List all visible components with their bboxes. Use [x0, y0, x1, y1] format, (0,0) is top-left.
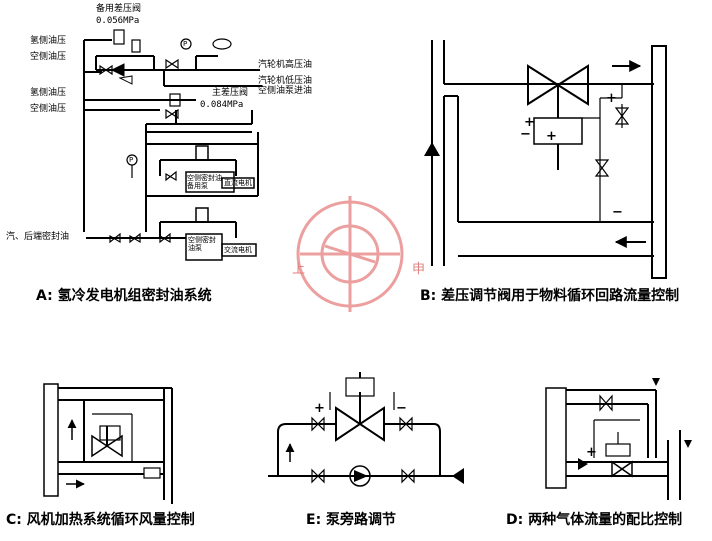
- caption-d: D: 两种气体流量的配比控制: [506, 512, 683, 528]
- backup-valve-label: 备用差压阀: [96, 4, 142, 14]
- b-minus-left: −: [520, 127, 531, 142]
- caption-e: E: 泵旁路调节: [306, 512, 397, 528]
- ac-motor-label: 交流电机: [224, 246, 252, 254]
- pressure-gauge-left: P: [129, 156, 134, 164]
- b-minus-bottom: −: [612, 205, 623, 220]
- pressure-gauge-top: P: [183, 40, 188, 48]
- caption-b: B: 差压调节阀用于物料循环回路流量控制: [420, 288, 680, 304]
- caption-c: C: 风机加热系统循环风量控制: [6, 512, 195, 528]
- panel-d-ratio-control: [545, 378, 692, 500]
- seal-oil-inlet-label: 汽、后端密封油: [6, 232, 70, 242]
- main-valve-label: 主差压阀: [212, 88, 249, 98]
- panel-c-fan-heating: [43, 383, 173, 504]
- turbine-lp-oil-label: 汽轮机低压油: [258, 76, 313, 86]
- backup-pump-label: 空侧密封油备用泵: [187, 174, 222, 190]
- watermark-left-char: 上: [292, 262, 306, 277]
- air-oil-pressure-label-1: 空侧油压: [30, 52, 67, 62]
- dc-motor-label: 直流电机: [224, 179, 252, 187]
- b-plus-left: +: [524, 115, 535, 130]
- e-minus: −: [396, 401, 407, 416]
- h2-oil-pressure-label-2: 氢侧油压: [30, 88, 67, 98]
- d-plus: +: [586, 445, 597, 460]
- panel-e-pump-bypass: [268, 372, 464, 487]
- caption-a: A: 氢冷发电机组密封油系统: [36, 288, 212, 304]
- h2-oil-pressure-label-1: 氢侧油压: [30, 36, 67, 46]
- b-plus-right: +: [606, 91, 617, 106]
- b-plus-actuator: +: [546, 129, 557, 144]
- air-pump-inlet-label: 空侧油泵进油: [258, 86, 313, 96]
- turbine-hp-oil-label: 汽轮机高压油: [258, 60, 313, 70]
- watermark-right-char: 申: [412, 262, 426, 277]
- e-plus: +: [314, 401, 325, 416]
- backup-pressure-value: 0.056MPa: [96, 16, 140, 26]
- watermark-logo: [296, 196, 404, 312]
- main-pressure-value: 0.084MPa: [200, 100, 244, 110]
- d-minus: −: [594, 455, 605, 470]
- main-pump-label: 空侧密封油泵: [188, 236, 216, 252]
- panel-b-circulation-loop: [424, 40, 667, 279]
- air-oil-pressure-label-2: 空侧油压: [30, 104, 67, 114]
- panel-a-seal-oil-system: [83, 29, 262, 261]
